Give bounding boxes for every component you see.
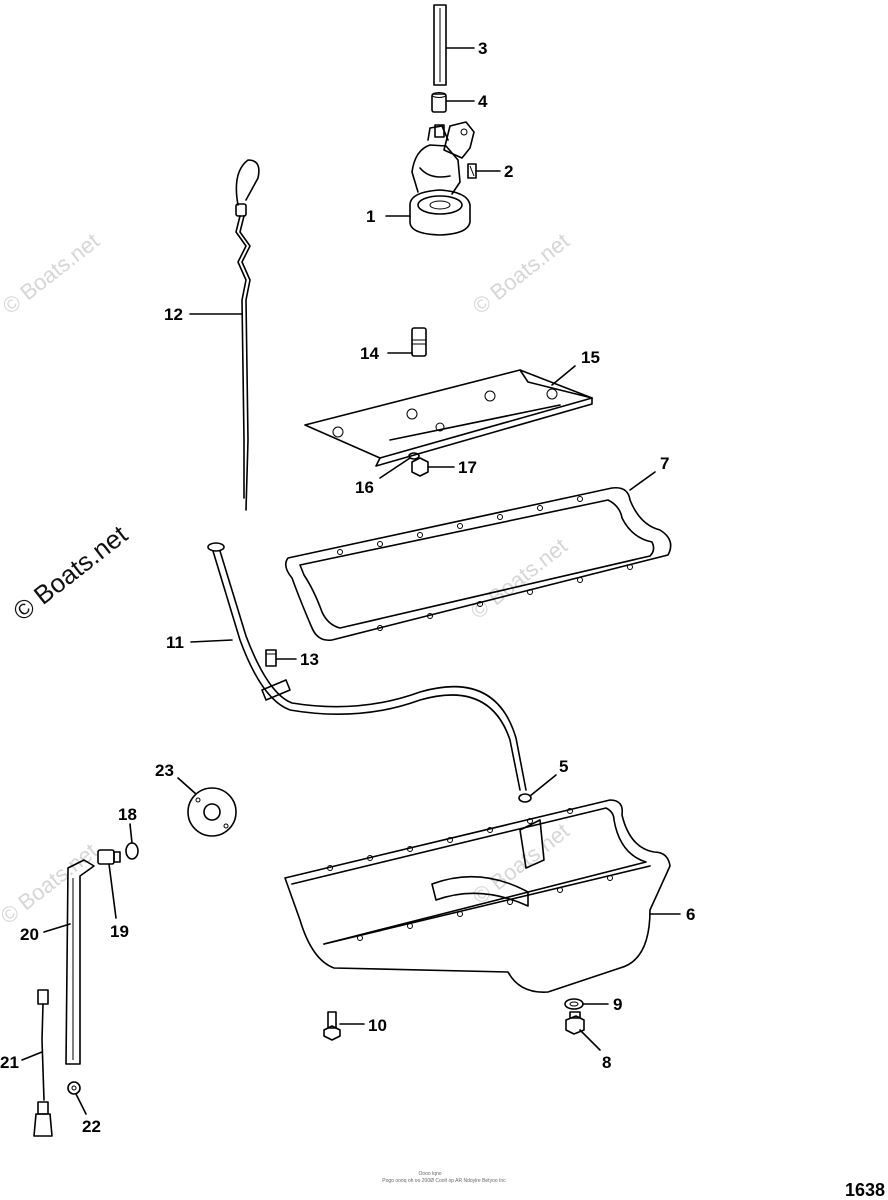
footer-line-1: Oooo lqno <box>418 1171 441 1177</box>
part-5-o-ring <box>518 793 532 803</box>
watermark-1: © Boats.net <box>0 228 104 319</box>
callout-17: 17 <box>458 458 477 477</box>
part-8-drain-plug <box>565 1011 585 1035</box>
callout-2: 2 <box>504 162 513 181</box>
part-19-fitting <box>97 849 121 865</box>
callout-22: 22 <box>82 1117 101 1136</box>
pan-bolt-holes <box>327 808 613 941</box>
callout-5: 5 <box>559 757 568 776</box>
part-16-washer <box>408 452 420 460</box>
callout-1: 1 <box>366 207 375 226</box>
footer-line-2: Pogo oooq oh oo 200Ø Coolt op AR Ndoylre… <box>382 1178 506 1184</box>
callout-8: 8 <box>602 1053 611 1072</box>
callout-21: 21 <box>0 1053 19 1072</box>
watermark-main: © Boats.net <box>7 519 133 627</box>
part-22-clamp <box>67 1081 81 1095</box>
part-12-dipstick <box>235 159 260 511</box>
callout-7: 7 <box>660 454 669 473</box>
callout-11: 11 <box>166 633 184 652</box>
callout-13: 13 <box>300 650 319 669</box>
part-3-pickup-tube <box>433 4 447 86</box>
callout-15: 15 <box>581 348 600 367</box>
part-17-nut <box>411 457 429 477</box>
callout-18: 18 <box>118 805 137 824</box>
page-number: 1638 <box>845 1180 885 1200</box>
watermark-2: © Boats.net <box>468 228 574 319</box>
part-14-stud <box>411 327 427 357</box>
part-7-oil-pan-gasket <box>284 486 672 642</box>
callout-9: 9 <box>613 995 622 1014</box>
watermark-5: © Boats.net <box>0 838 102 929</box>
watermarks: © Boats.net © Boats.net © Boats.net © Bo… <box>0 228 574 929</box>
callout-3: 3 <box>478 39 487 58</box>
callout-12: 12 <box>164 305 183 324</box>
part-10-bolt <box>323 1011 341 1041</box>
callout-10: 10 <box>368 1016 387 1035</box>
part-18-washer <box>125 842 139 860</box>
part-4-bushing <box>431 92 447 113</box>
callout-23: 23 <box>155 761 174 780</box>
callout-20: 20 <box>20 925 39 944</box>
part-13-bolt <box>265 649 277 667</box>
part-23-adapter-plate <box>187 787 237 837</box>
part-6-oil-pan <box>284 799 671 993</box>
leader-lines <box>21 47 681 1115</box>
callout-14: 14 <box>360 344 379 363</box>
callout-6: 6 <box>686 905 695 924</box>
part-21-sender <box>33 989 53 1137</box>
part-11-dipstick-tube <box>207 542 527 791</box>
part-20-tube <box>65 859 95 1065</box>
callout-16: 16 <box>355 478 374 497</box>
callout-4: 4 <box>478 92 488 111</box>
gasket-bolt-holes <box>337 496 633 631</box>
part-9-drain-gasket <box>564 998 584 1010</box>
part-1-oil-pump <box>409 121 475 236</box>
part-2-pump-bolt <box>467 163 477 179</box>
part-15-windage-tray <box>304 369 593 467</box>
callout-19: 19 <box>110 922 129 941</box>
callout-labels: 1 2 3 4 5 6 7 8 9 10 11 12 13 14 15 16 1… <box>0 39 695 1136</box>
